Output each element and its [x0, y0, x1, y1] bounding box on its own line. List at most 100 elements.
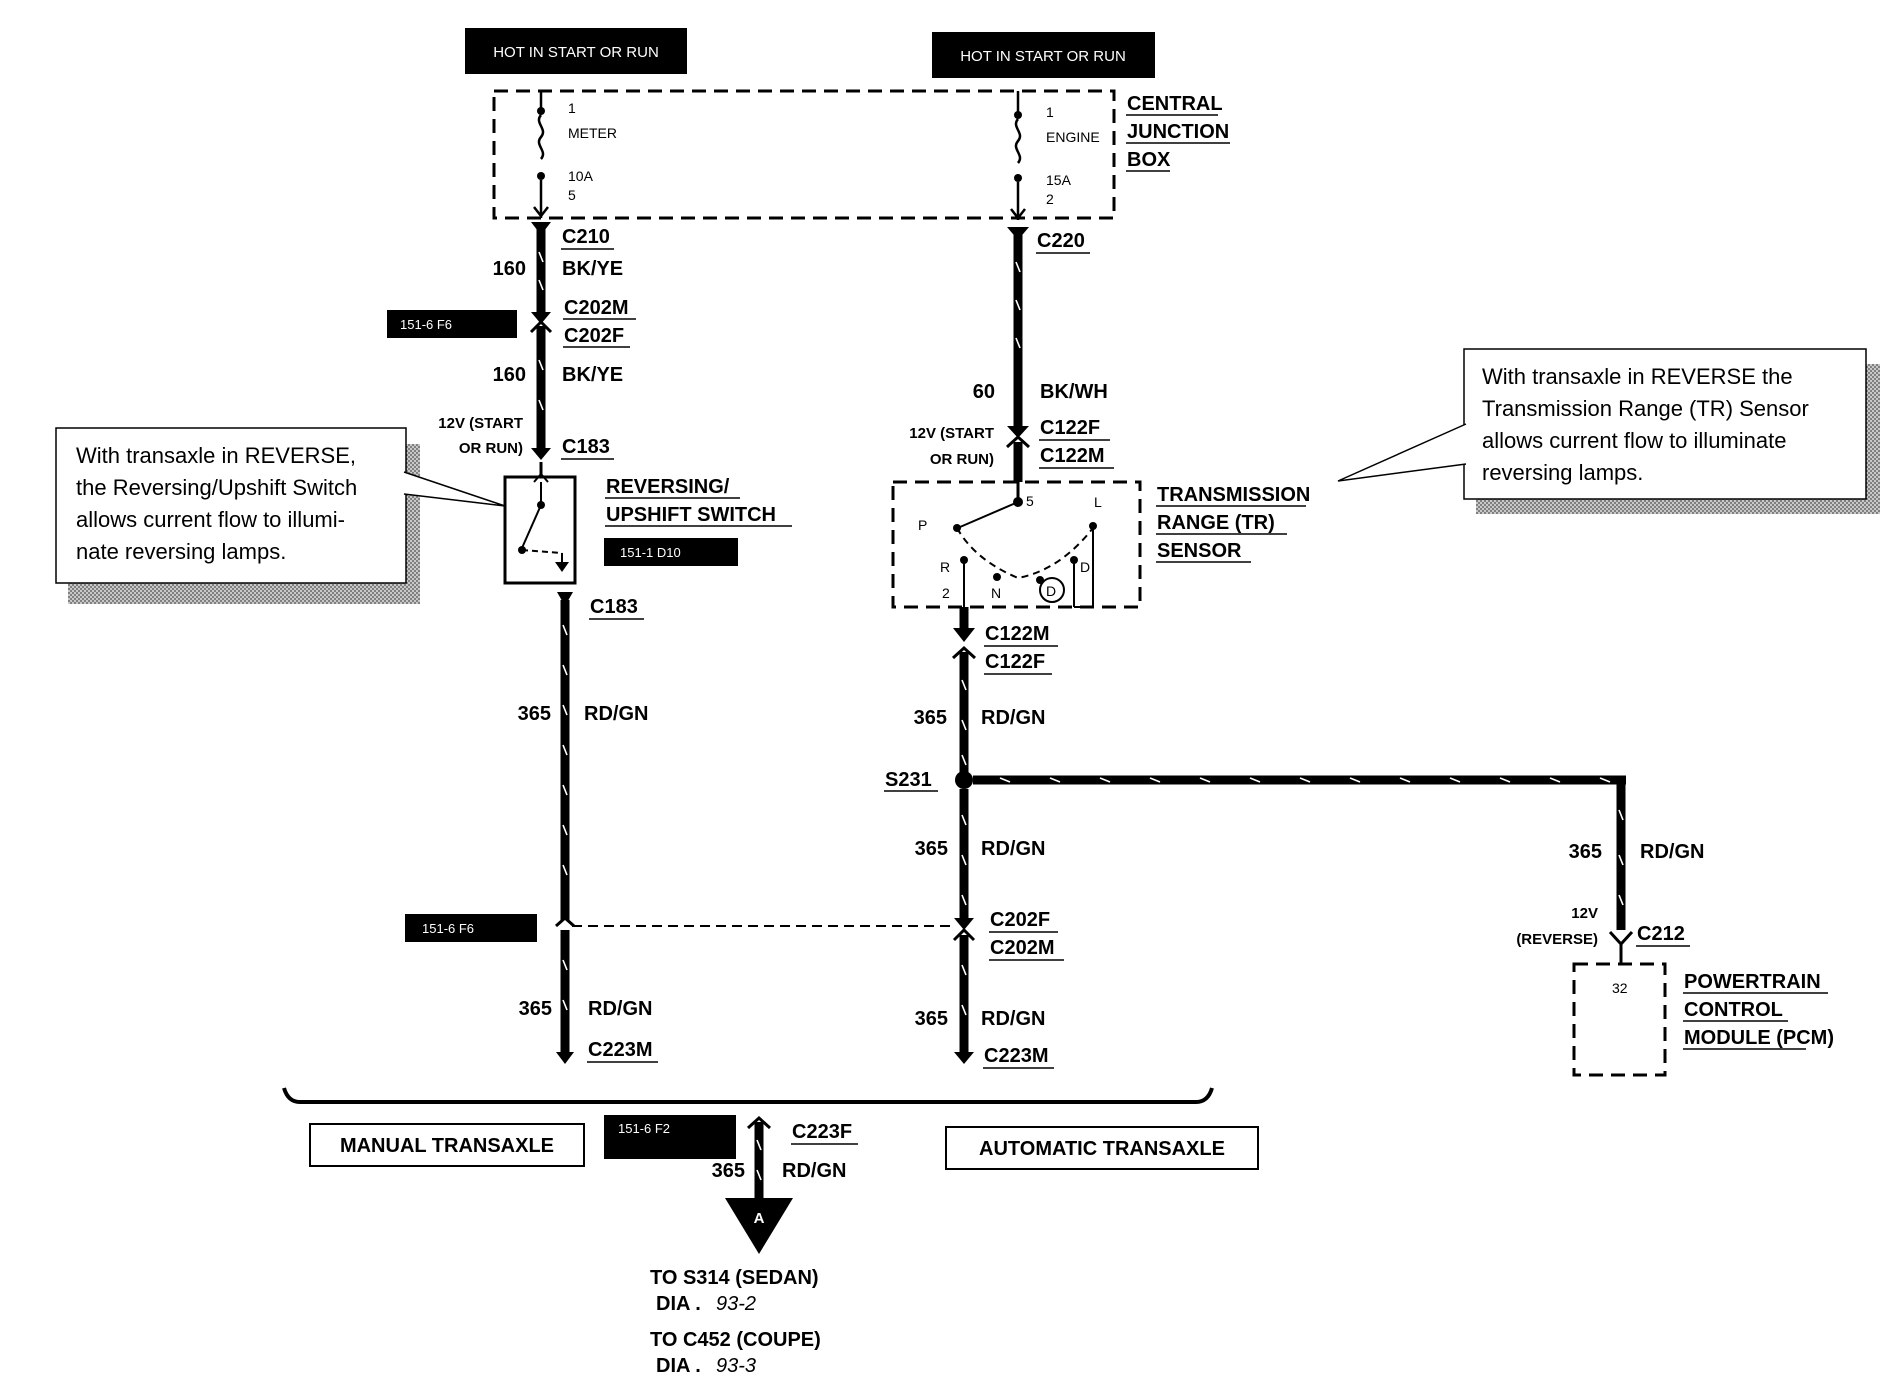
circuit-number: 365: [1569, 841, 1602, 863]
reversing-switch-label: REVERSING/ UPSHIFT SWITCH: [605, 476, 792, 527]
connector-c122f-bottom: C122F: [985, 651, 1045, 673]
sensor-pin-5: 5: [1026, 493, 1034, 509]
destination-1: TO S314 (SEDAN): [650, 1267, 819, 1289]
tr-sensor-label-line-3: SENSOR: [1157, 540, 1242, 562]
manual-transaxle-label: MANUAL TRANSAXLE: [340, 1135, 554, 1157]
note-left-line-2: the Reversing/Upshift Switch: [76, 475, 357, 500]
fuse-engine-bottom-pin: 2: [1046, 191, 1054, 207]
wire-60-bkwh-short: [1005, 434, 1031, 482]
connector-c210: C210: [562, 226, 610, 248]
ref-box-switch: 151-1 D10: [604, 538, 738, 566]
voltage-label: 12V (START: [438, 415, 523, 432]
circuit-number: 365: [519, 998, 552, 1020]
connector-c202m-right: C202M: [990, 937, 1054, 959]
circuit-number: 365: [915, 1008, 948, 1030]
fuse-engine-name: ENGINE: [1046, 129, 1100, 145]
ref-box-1: 151-6 F6: [387, 310, 517, 338]
sensor-pos-d: D: [1080, 559, 1090, 575]
wire-color: BK/WH: [1040, 381, 1108, 403]
ref-box-2-text: 151-6 F6: [422, 921, 474, 936]
splice-s231: [955, 771, 973, 789]
voltage-label: 12V: [1571, 905, 1598, 922]
circuit-number: 365: [712, 1160, 745, 1182]
note-left-line-1: With transaxle in REVERSE,: [76, 443, 356, 468]
connector-c122m-bottom: C122M: [985, 623, 1049, 645]
circuit-number: 160: [493, 364, 526, 386]
voltage-label: OR RUN): [930, 451, 994, 468]
wire-160-bkye-upper: [531, 222, 551, 324]
pcm-pin-32: 32: [1612, 980, 1628, 996]
voltage-label: OR RUN): [459, 440, 523, 457]
manual-transaxle-box: MANUAL TRANSAXLE: [309, 1123, 585, 1167]
ref-box-1-text: 151-6 F6: [400, 317, 452, 332]
wire-color: RD/GN: [588, 998, 652, 1020]
wire-365-rdgn-bottom: [746, 1115, 772, 1200]
ref-box-bottom: 151-6 F2: [604, 1115, 736, 1159]
sensor-pin-2: 2: [942, 585, 950, 601]
wire-365-rdgn-right-middle: [954, 789, 974, 930]
wire-365-rdgn-left: [555, 592, 575, 928]
note-right-line-3: allows current flow to illuminate: [1482, 428, 1786, 453]
fuse-meter: 1 METER 10A 5: [533, 91, 617, 219]
wire-365-rdgn-right-upper: [951, 607, 977, 778]
sensor-pos-p: P: [918, 517, 927, 533]
header-right-text: HOT IN START OR RUN: [960, 48, 1126, 65]
sensor-pos-l: L: [1094, 494, 1102, 510]
wire-60-bkwh: [1007, 227, 1029, 438]
ref-box-bottom-text: 151-6 F2: [618, 1121, 670, 1136]
header-left-text: HOT IN START OR RUN: [493, 44, 659, 61]
fuse-engine-rating: 15A: [1046, 172, 1072, 188]
fuse-meter-top-pin: 1: [568, 100, 576, 116]
circuit-number: 365: [914, 707, 947, 729]
automatic-transaxle-box: AUTOMATIC TRANSAXLE: [945, 1126, 1259, 1170]
reversing-upshift-switch: [503, 462, 577, 585]
wire-365-rdgn-left-lower: [556, 930, 574, 1064]
ref-box-2: 151-6 F6: [405, 914, 537, 942]
header-left: HOT IN START OR RUN: [465, 28, 687, 74]
wire-color: RD/GN: [782, 1160, 846, 1182]
connector-c183-top: C183: [562, 436, 610, 458]
transmission-range-sensor: 5 P R 2 N D D L: [891, 480, 1142, 609]
fuse-engine-top-pin: 1: [1046, 104, 1054, 120]
connector-c183-bottom: C183: [590, 596, 638, 618]
note-right-line-1: With transaxle in REVERSE the: [1482, 364, 1793, 389]
header-right: HOT IN START OR RUN: [932, 32, 1155, 78]
note-left: With transaxle in REVERSE, the Reversing…: [55, 427, 506, 604]
central-junction-box-outline: [492, 89, 1116, 220]
connector-c212: C212: [1637, 923, 1685, 945]
wire-365-rdgn-pcm: [973, 775, 1634, 947]
cjb-label-line-2: JUNCTION: [1127, 121, 1229, 143]
destination-1-number: 93-2: [716, 1293, 756, 1315]
wire-color: RD/GN: [584, 703, 648, 725]
connector-c220: C220: [1037, 230, 1085, 252]
note-right-line-4: reversing lamps.: [1482, 460, 1643, 485]
tr-sensor-label-line-2: RANGE (TR): [1157, 512, 1275, 534]
off-page-arrow-a: A: [725, 1198, 793, 1254]
sensor-pos-od: D: [1046, 583, 1056, 599]
cjb-label-line-3: BOX: [1127, 149, 1171, 171]
fuse-meter-name: METER: [568, 125, 617, 141]
circuit-number: 60: [973, 381, 995, 403]
ref-box-switch-text: 151-1 D10: [620, 545, 681, 560]
fuse-engine: 1 ENGINE 15A 2: [1010, 91, 1100, 221]
voltage-label: (REVERSE): [1516, 931, 1598, 948]
central-junction-box-label: CENTRAL JUNCTION BOX: [1126, 93, 1230, 172]
sensor-pos-r: R: [940, 559, 950, 575]
pcm-label: POWERTRAIN CONTROL MODULE (PCM): [1683, 971, 1834, 1050]
connector-c223m-left: C223M: [588, 1039, 652, 1061]
pcm-label-line-3: MODULE (PCM): [1684, 1027, 1834, 1049]
powertrain-control-module: 32: [1572, 944, 1667, 1077]
tr-sensor-label: TRANSMISSION RANGE (TR) SENSOR: [1156, 484, 1310, 563]
pcm-label-line-1: POWERTRAIN: [1684, 971, 1821, 993]
wire-color: BK/YE: [562, 364, 623, 386]
wire-160-bkye-lower: [529, 319, 553, 460]
wire-color: RD/GN: [981, 707, 1045, 729]
note-right-line-2: Transmission Range (TR) Sensor: [1482, 396, 1809, 421]
connector-c122f-top: C122F: [1040, 417, 1100, 439]
connector-c122m-top: C122M: [1040, 445, 1104, 467]
destination-2-number: 93-3: [716, 1355, 756, 1376]
note-left-line-3: allows current flow to illumi-: [76, 507, 345, 532]
switch-label-line-1: REVERSING/: [606, 476, 730, 498]
wire-color: BK/YE: [562, 258, 623, 280]
